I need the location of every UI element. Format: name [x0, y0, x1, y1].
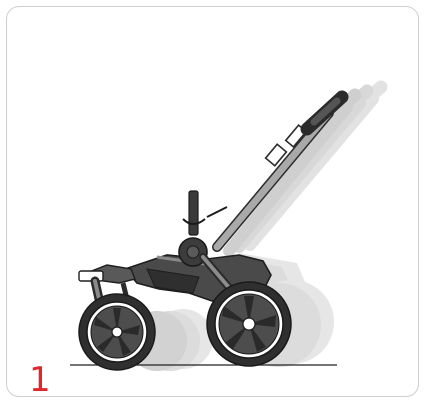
rear-wheel [207, 282, 291, 366]
front-wheel [79, 294, 155, 370]
stroller-illustration [7, 7, 419, 397]
handlebar [217, 97, 342, 247]
step-number: 1 [29, 363, 51, 397]
seat-post [183, 191, 227, 235]
ghost-handlebar-1 [229, 95, 355, 251]
instruction-card: 1 [6, 6, 419, 397]
